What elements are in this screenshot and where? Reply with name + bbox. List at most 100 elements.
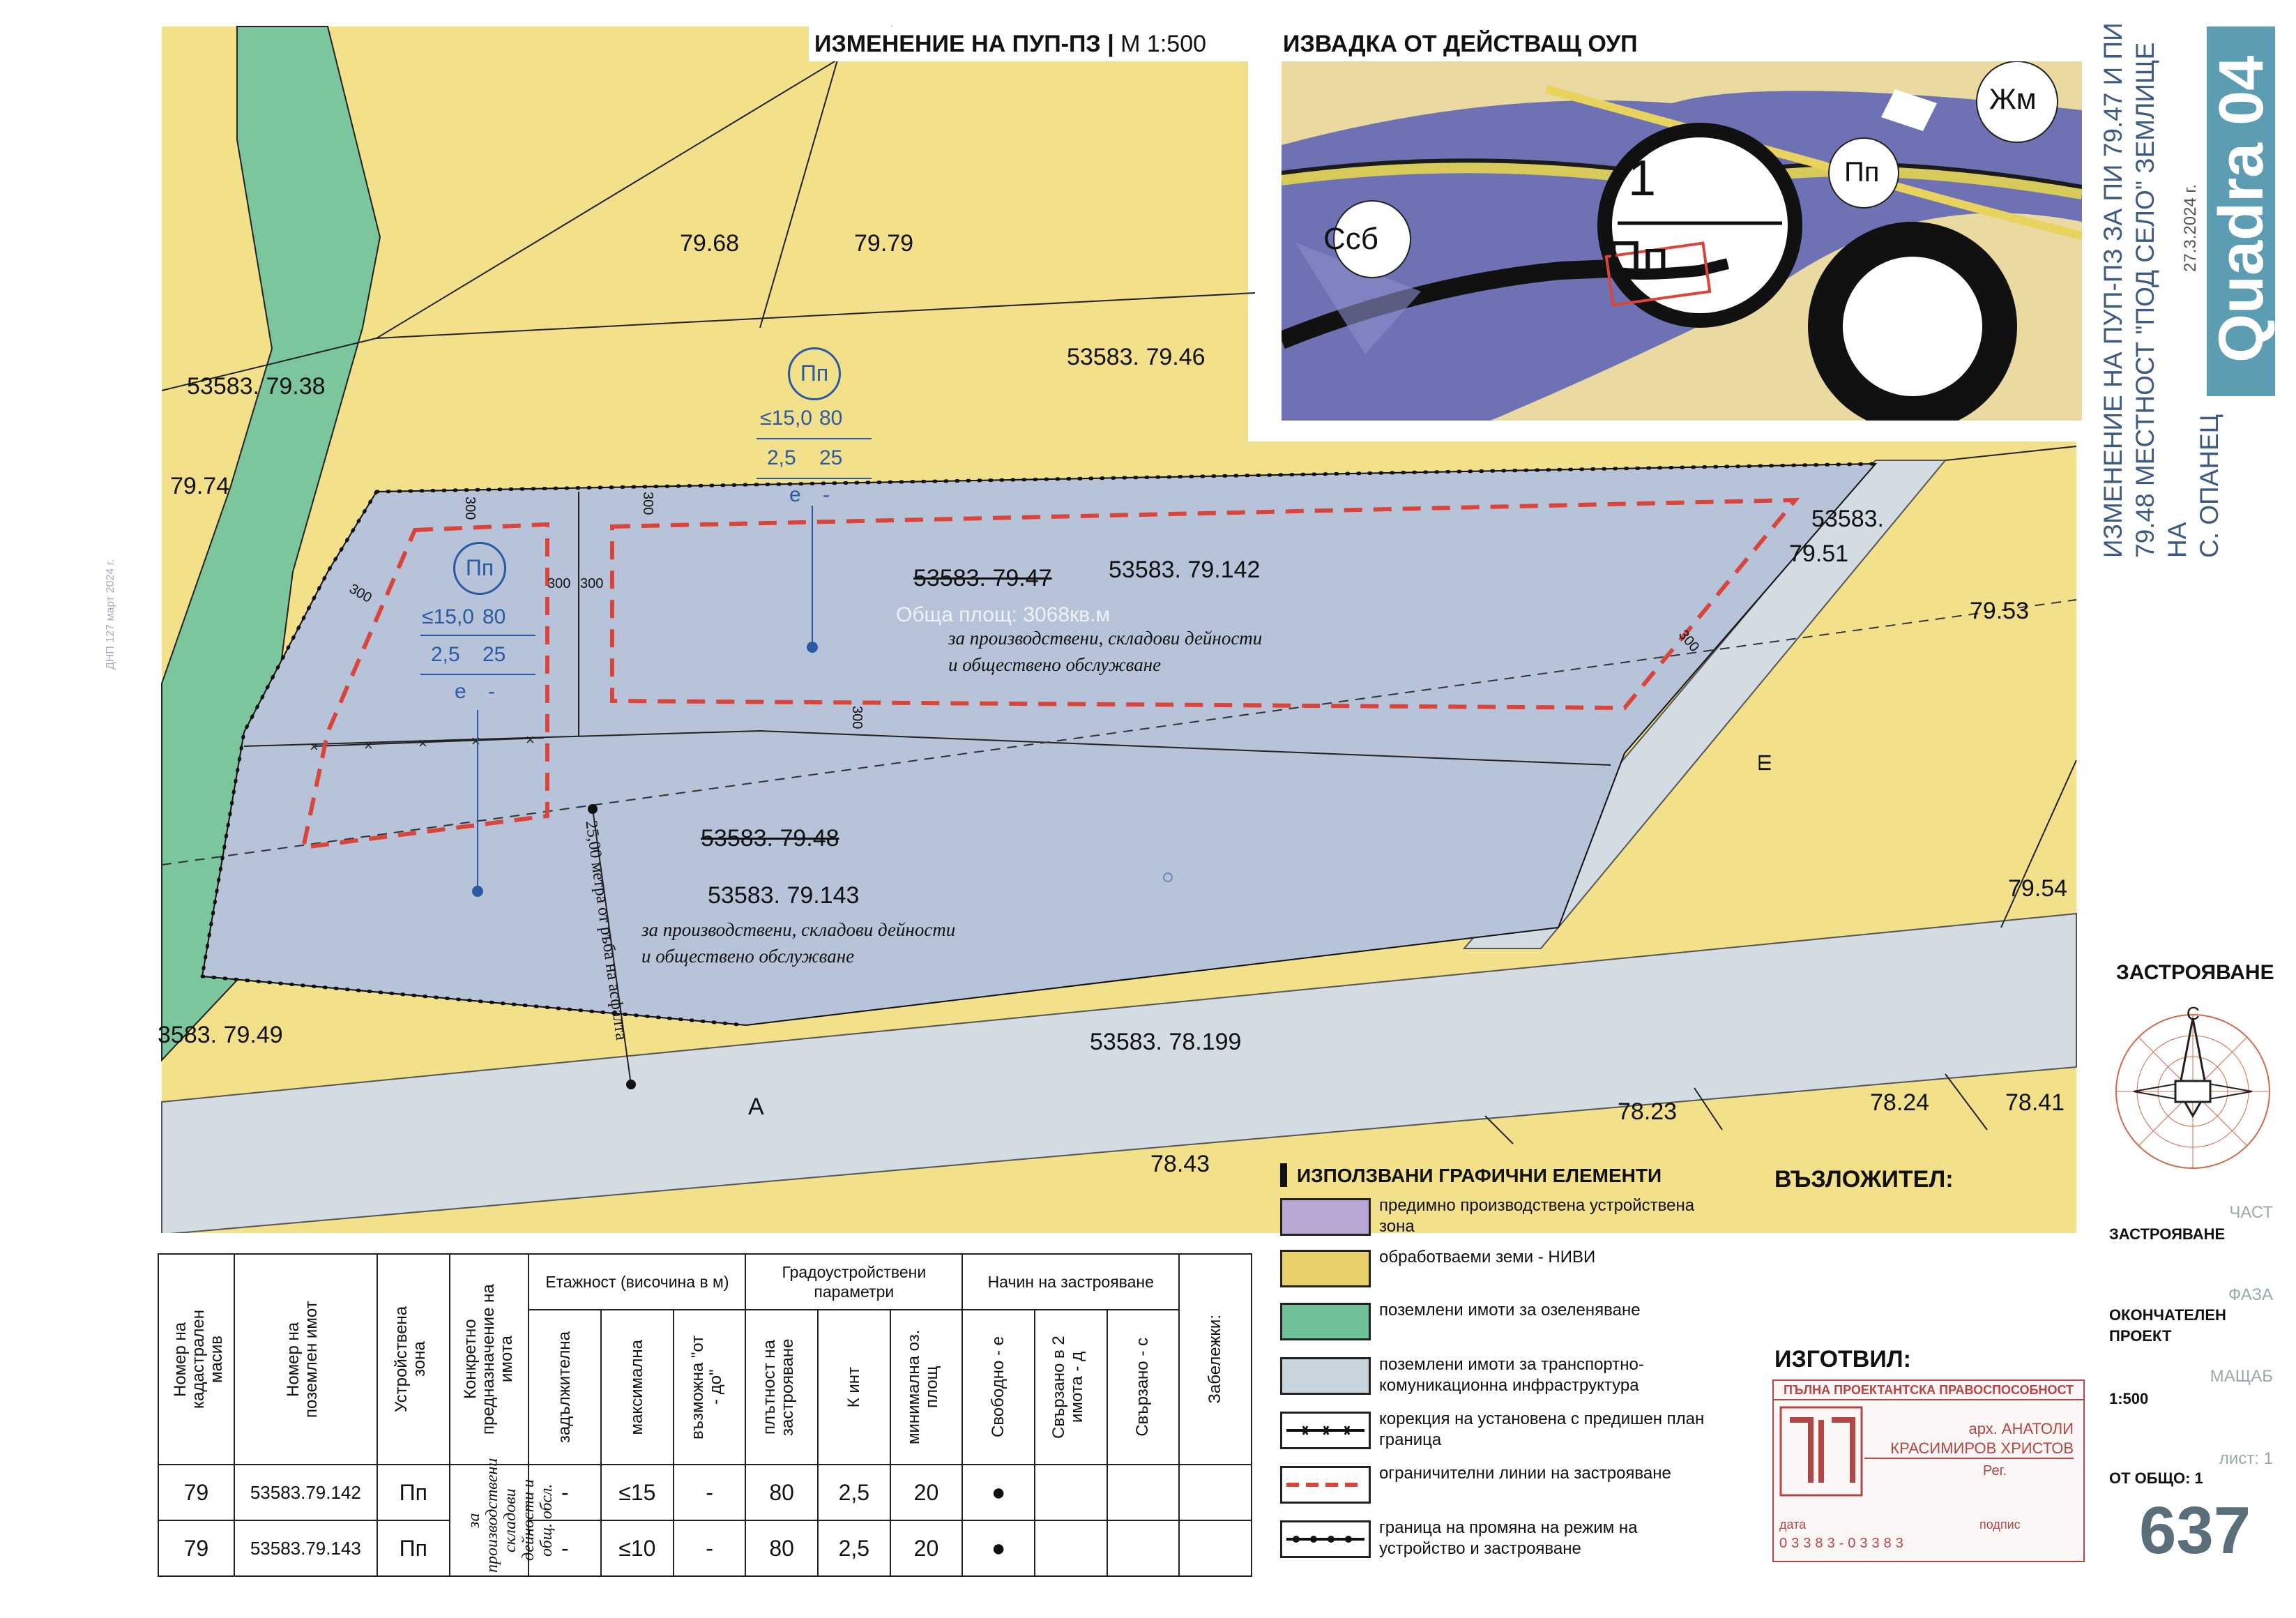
scale-label: МАЩАБ [2210, 1367, 2273, 1386]
parcel-label: 79.68 [680, 230, 740, 257]
col-header: минимална оз. площ [904, 1329, 942, 1445]
map-title: ИЗМЕНЕНИЕ НА ПУП-ПЗ [814, 31, 1101, 57]
stamp-logo [1779, 1406, 1863, 1497]
side-title-block: ИЗМЕНЕНИЕ НА ПУП-ПЗ ЗА ПИ 79.47 И ПИ 79.… [2097, 14, 2223, 558]
building-line-142 [610, 497, 1800, 711]
parcel-zone [201, 462, 1878, 1027]
legend-label: поземлени имоти за озеленяване [1379, 1301, 1641, 1320]
parcel-label: 78.24 [1870, 1089, 1930, 1116]
zone-kint: 2,5 [431, 643, 460, 666]
cell: - [528, 1520, 602, 1577]
zone-mode: е [455, 680, 466, 703]
zone-green: 25 [482, 643, 506, 666]
cell: 53583.79.142 [233, 1464, 378, 1521]
cell: - [672, 1464, 747, 1521]
group-header: Етажност (височина в м) [528, 1253, 747, 1310]
col-header: плътност на застрояване [760, 1338, 798, 1436]
col-header: К инт [844, 1366, 863, 1408]
compass-rose [2115, 1014, 2270, 1169]
building-line-143 [301, 522, 549, 850]
logo-date: 27.3.2024 г. [2181, 184, 2200, 272]
parameters-table: Номер на кадастрален масив Номер на позе… [158, 1253, 1252, 1577]
parcel-label: 53583. 79.46 [1067, 344, 1206, 370]
sheet-label: лист: 1 [2219, 1449, 2273, 1468]
inset-zone-label: Ссб [1323, 222, 1378, 256]
cell: 20 [889, 1464, 964, 1521]
cell: - [528, 1464, 602, 1521]
purpose-text: за производствени, складови дейности [948, 628, 1263, 649]
new-parcel-number: 53583. 79.143 [708, 882, 860, 909]
part-label: ЧАСТ [2229, 1203, 2273, 1222]
legend-label: корекция на установена с предишен план г… [1379, 1409, 1705, 1449]
section-title: ЗАСТРОЯВАНЕ [2116, 961, 2274, 984]
parcel-label: 53583. 78.199 [1090, 1029, 1242, 1055]
parcel-divider [243, 729, 1611, 766]
zone-green: 25 [819, 446, 843, 469]
side-title-line: 79.48 МЕСТНОСТ "ПОД СЕЛО" ЗЕМЛИЩЕ НА [2131, 42, 2191, 558]
stamp-date-label: дата [1779, 1518, 1807, 1532]
svg-text:×: × [310, 738, 319, 755]
parcel-label: 78.43 [1150, 1151, 1210, 1177]
oup-inset-map [1282, 61, 2082, 421]
cell: 80 [745, 1520, 819, 1577]
area-text: Обща площ: 3068кв.м [896, 603, 1111, 626]
setback-label: 300 [640, 492, 655, 515]
legend-item: ограничителни линии на застрояване [1280, 1462, 1726, 1511]
cell: - [672, 1520, 747, 1577]
zone-mode-dash: - [488, 680, 495, 703]
phase-value: ОКОНЧАТЕЛЕН [2109, 1306, 2226, 1324]
table-row: 79 53583.79.142 Пп за производствени скл… [158, 1458, 1252, 1577]
legend-swatch [1280, 1198, 1371, 1236]
parcel-label: 79.53 [1970, 598, 2030, 624]
road-label: A [748, 1094, 764, 1120]
zone-kint: 2,5 [767, 446, 796, 469]
legend-item: предимно производствена устройствена зон… [1280, 1194, 1726, 1243]
col-header: Номер на кадастрален масив [171, 1309, 227, 1409]
cell: 2,5 [817, 1520, 891, 1577]
legend-title: ИЗПОЛЗВАНИ ГРАФИЧНИ ЕЛЕМЕНТИ [1297, 1165, 1662, 1186]
legend-swatch [1280, 1412, 1371, 1449]
parcel-label: 3583. 79.49 [158, 1022, 283, 1048]
setback-label: 300 [849, 706, 865, 729]
author-label: ИЗГОТВИЛ: [1774, 1346, 1911, 1373]
legend-item: граница на промяна на режим на устройств… [1280, 1516, 1726, 1565]
legend-item: корекция на установена с предишен план г… [1280, 1407, 1726, 1456]
col-header: Свързано - с [1133, 1338, 1153, 1437]
inset-circle-number: 1 [1628, 151, 1657, 206]
new-parcel-number: 53583. 79.142 [1109, 557, 1261, 583]
legend-swatch [1280, 1520, 1371, 1558]
cell: ≤15 [600, 1464, 674, 1521]
col-header: Свързано в 2 имота - д [1049, 1336, 1086, 1439]
parcel-label: 79.74 [170, 473, 230, 499]
svg-text:×: × [364, 736, 373, 754]
setback-label: 300 [580, 576, 604, 591]
legend-swatch [1280, 1466, 1371, 1504]
phase-label: ФАЗА [2228, 1285, 2273, 1304]
cell: ≤10 [600, 1520, 674, 1577]
client-label: ВЪЗЛОЖИТЕЛ: [1774, 1166, 1954, 1193]
zone-height: ≤15,0 [760, 407, 812, 430]
logo-text: Quadra 04 [2207, 55, 2276, 363]
col-header: Свободно - е [989, 1336, 1008, 1438]
side-title-line: ИЗМЕНЕНИЕ НА ПУП-ПЗ ЗА ПИ 79.47 И ПИ [2099, 22, 2127, 558]
purpose-text: и обществено обслужване [948, 654, 1162, 675]
svg-text:×: × [471, 732, 480, 750]
zone-marker-circle: Пп [788, 347, 841, 400]
scale-value: 1:500 [2109, 1390, 2149, 1407]
purpose-text: и обществено обслужване [641, 946, 855, 967]
margin-note: ДНП 127 март 2024 г. [105, 559, 116, 670]
cell: 53583.79.143 [233, 1520, 378, 1577]
cell: 2,5 [817, 1464, 891, 1521]
inset-title: ИЗВАДКА ОТ ДЕЙСТВАЩ ОУП [1283, 31, 1638, 57]
stamp-code: 03383-03383 [1779, 1536, 1908, 1551]
stamp-header: ПЪЛНА ПРОЕКТАНТСКА ПРАВОСПОСОБНОСТ [1774, 1381, 2083, 1400]
col-header: Забележки: [1206, 1315, 1225, 1404]
legend-swatch [1280, 1357, 1371, 1395]
green-strip [161, 26, 381, 1062]
inset-circle-zone: Пп [1607, 231, 1669, 285]
svg-text:×: × [418, 734, 427, 752]
legend-label: предимно производствена устройствена зон… [1379, 1196, 1695, 1236]
zone-density: 80 [482, 605, 506, 628]
setback-label: 300 [547, 576, 571, 591]
legend-item: поземлени имоти за озеленяване [1280, 1299, 1726, 1347]
